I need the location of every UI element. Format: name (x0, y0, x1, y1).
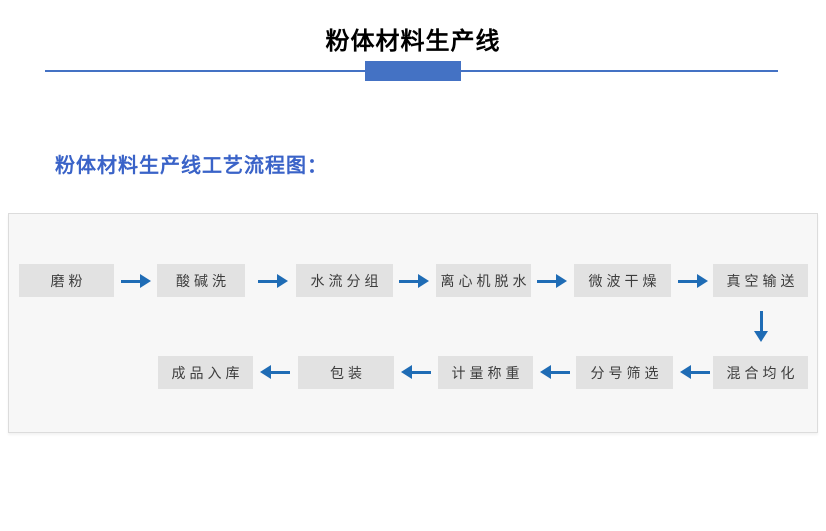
page-title: 粉体材料生产线 (325, 27, 501, 55)
flow-node-finished-goods-storage: 成品入库 (158, 356, 253, 389)
flow-node-vacuum-conveying: 真空输送 (713, 264, 808, 297)
arrow-left-icon (680, 365, 710, 379)
arrow-right-icon (258, 274, 288, 288)
flow-node-centrifuge-dewatering: 离心机脱水 (436, 264, 531, 297)
divider-accent-bar (365, 61, 461, 81)
flow-node-grinding: 磨粉 (19, 264, 114, 297)
flow-node-mixing-homogenization: 混合均化 (713, 356, 808, 389)
arrow-right-icon (678, 274, 708, 288)
flow-node-number-screening: 分号筛选 (576, 356, 673, 389)
arrow-left-icon (401, 365, 431, 379)
flowchart-panel: 磨粉 酸碱洗 水流分组 离心机脱水 微波干燥 真空输送 成品入库 包装 计量称重… (8, 213, 818, 433)
arrow-left-icon (540, 365, 570, 379)
arrow-down-icon (753, 311, 769, 342)
arrow-left-icon (260, 365, 290, 379)
arrow-right-icon (121, 274, 151, 288)
flow-node-acid-alkali-wash: 酸碱洗 (157, 264, 245, 297)
section-heading: 粉体材料生产线工艺流程图： (55, 153, 328, 177)
flow-node-metering-weighing: 计量称重 (438, 356, 533, 389)
flow-node-packaging: 包装 (298, 356, 394, 389)
arrow-right-icon (399, 274, 429, 288)
flow-node-water-flow-grouping: 水流分组 (296, 264, 393, 297)
flow-node-microwave-drying: 微波干燥 (574, 264, 671, 297)
arrow-right-icon (537, 274, 567, 288)
